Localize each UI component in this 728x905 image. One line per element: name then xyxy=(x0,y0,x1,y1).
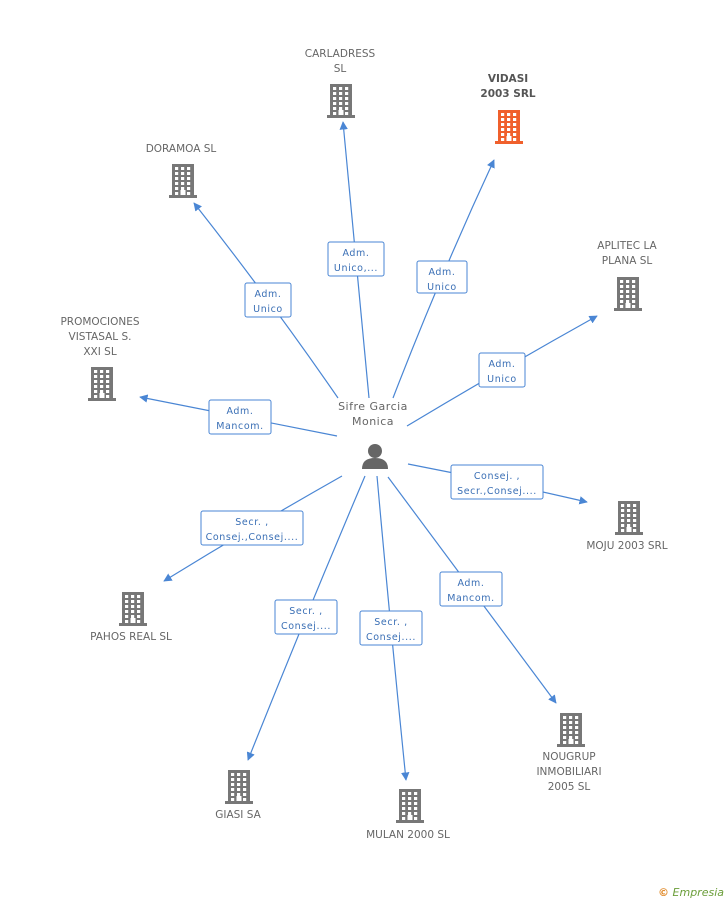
building-icon xyxy=(495,110,523,144)
person-name: Sifre Garcia xyxy=(338,400,408,413)
building-icon xyxy=(396,789,424,823)
person-icon xyxy=(362,444,388,469)
company-node-mulan[interactable]: MULAN 2000 SL xyxy=(366,789,450,841)
company-node-nougrup[interactable]: NOUGRUP INMOBILIARI 2005 SL xyxy=(536,713,602,793)
relation-label-text: Secr.,Consej.... xyxy=(457,486,537,497)
relation-label-doramoa[interactable]: Adm. Unico xyxy=(244,282,292,318)
relation-label-text: Unico,... xyxy=(334,263,378,274)
company-name: PLANA SL xyxy=(602,255,653,267)
company-name: GIASI SA xyxy=(215,809,261,821)
company-node-carladress[interactable]: CARLADRESS SL xyxy=(305,48,376,118)
building-icon xyxy=(88,367,116,401)
building-icon xyxy=(169,164,197,198)
relation-label-vidasi[interactable]: Adm. Unico xyxy=(416,260,468,294)
copyright-icon: © xyxy=(658,886,670,899)
labels-layer: Adm.Unico,...Adm.UnicoAdm.UnicoAdm.Unico… xyxy=(200,241,544,646)
nodes-layer: CARLADRESS SL VIDASI 2003 SRL DORAMOA SL APLI… xyxy=(60,48,667,841)
building-icon xyxy=(614,277,642,311)
company-node-pahos[interactable]: PAHOS REAL SL xyxy=(90,592,172,643)
relation-label-text: Adm. xyxy=(226,406,253,417)
company-name: CARLADRESS xyxy=(305,48,376,60)
relation-label-text: Secr. , xyxy=(374,617,407,628)
building-icon xyxy=(327,84,355,118)
company-name: 2003 SRL xyxy=(480,88,536,100)
company-name: SL xyxy=(334,63,347,75)
relation-label-text: Consej.,Consej.... xyxy=(206,532,299,543)
relation-label-text: Mancom. xyxy=(216,421,264,432)
company-name: XXI SL xyxy=(83,346,116,358)
company-name: VISTASAL S. xyxy=(69,331,132,343)
relation-label-mulan[interactable]: Secr. , Consej.... xyxy=(359,610,423,646)
relation-label-promociones[interactable]: Adm. Mancom. xyxy=(208,399,272,435)
company-node-vidasi[interactable]: VIDASI 2003 SRL xyxy=(480,73,536,144)
company-node-moju[interactable]: MOJU 2003 SRL xyxy=(586,501,668,552)
relation-label-text: Adm. xyxy=(488,359,515,370)
relation-label-pahos[interactable]: Secr. , Consej.,Consej.... xyxy=(200,510,304,546)
company-name: MOJU 2003 SRL xyxy=(586,540,667,552)
relation-label-text: Consej. , xyxy=(474,471,520,482)
relation-label-text: Adm. xyxy=(254,289,281,300)
building-icon xyxy=(557,713,585,747)
relation-label-carladress[interactable]: Adm. Unico,... xyxy=(327,241,385,277)
building-icon xyxy=(615,501,643,535)
company-name: VIDASI xyxy=(488,73,528,85)
relation-label-text: Unico xyxy=(427,282,457,293)
footer-brand: © Empresia xyxy=(658,886,724,899)
company-node-doramoa[interactable]: DORAMOA SL xyxy=(146,143,217,198)
company-node-promociones[interactable]: PROMOCIONES VISTASAL S. XXI SL xyxy=(60,316,140,401)
company-name: 2005 SL xyxy=(548,781,591,793)
relation-label-text: Secr. , xyxy=(235,517,268,528)
relation-label-text: Adm. xyxy=(342,248,369,259)
brand-name: Empresia xyxy=(672,886,724,899)
company-name: PROMOCIONES xyxy=(60,316,139,328)
company-name: INMOBILIARI xyxy=(536,766,601,778)
person-name: Monica xyxy=(352,415,394,428)
relation-label-text: Adm. xyxy=(457,578,484,589)
relation-label-text: Unico xyxy=(487,374,517,385)
company-name: APLITEC LA xyxy=(597,240,657,252)
company-name: MULAN 2000 SL xyxy=(366,829,450,841)
relation-label-nougrup[interactable]: Adm. Mancom. xyxy=(439,571,503,607)
building-icon xyxy=(225,770,253,804)
company-node-giasi[interactable]: GIASI SA xyxy=(215,770,262,821)
relation-label-text: Adm. xyxy=(428,267,455,278)
relation-label-moju[interactable]: Consej. , Secr.,Consej.... xyxy=(450,464,544,500)
company-name: NOUGRUP xyxy=(542,751,595,763)
company-name: DORAMOA SL xyxy=(146,143,217,155)
relation-label-giasi[interactable]: Secr. , Consej.... xyxy=(274,599,338,635)
company-name: PAHOS REAL SL xyxy=(90,631,172,643)
relation-label-text: Mancom. xyxy=(447,593,495,604)
relation-label-text: Unico xyxy=(253,304,283,315)
relation-label-text: Secr. , xyxy=(289,606,322,617)
building-icon xyxy=(119,592,147,626)
relation-label-aplitec[interactable]: Adm. Unico xyxy=(478,352,526,388)
relation-label-text: Consej.... xyxy=(366,632,416,643)
company-node-aplitec[interactable]: APLITEC LA PLANA SL xyxy=(597,240,658,311)
relation-label-text: Consej.... xyxy=(281,621,331,632)
